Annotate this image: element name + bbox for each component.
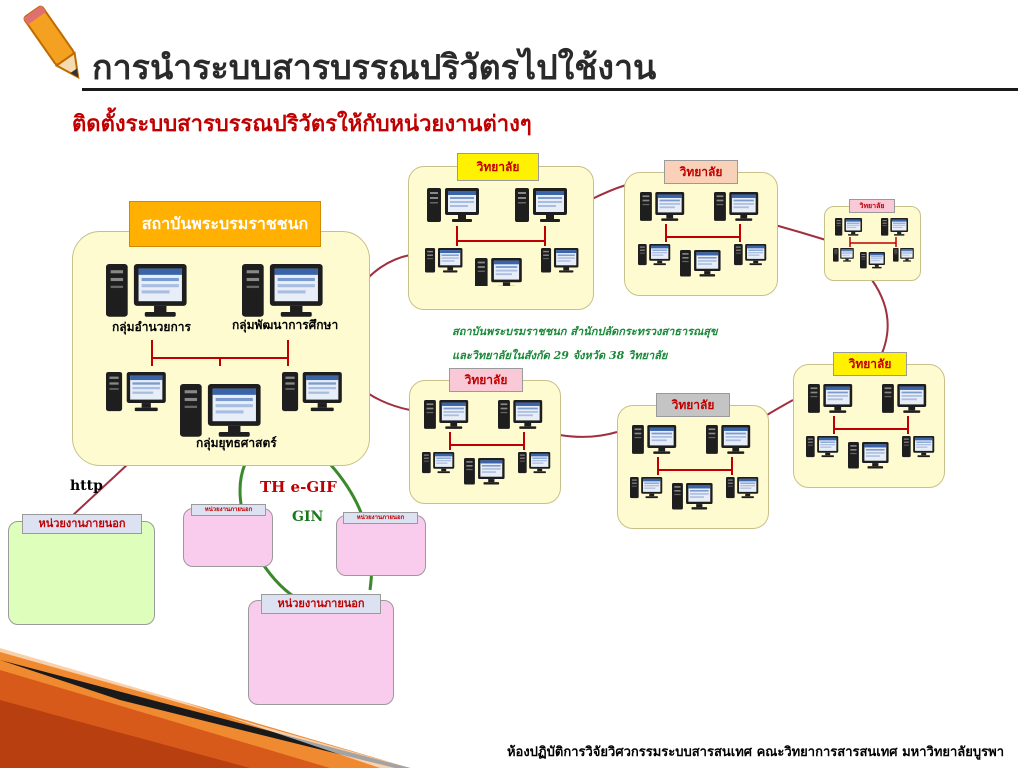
external-agency-2 — [183, 508, 273, 567]
gin-label: GIN — [292, 509, 324, 525]
college-3-computers — [833, 218, 914, 269]
college-label-6: วิทยาลัย — [656, 393, 730, 417]
external-agency-1 — [8, 521, 155, 625]
main-institute-label: สถาบันพระบรมราชชนก — [129, 201, 321, 247]
external-agency-label-2: หน่วยงานภายนอก — [191, 504, 266, 516]
college-label-5: วิทยาลัย — [449, 368, 523, 392]
college-1-computers — [425, 188, 579, 286]
group-admin-caption: กลุ่มอำนวยการ — [112, 320, 191, 334]
college-label-1: วิทยาลัย — [457, 153, 539, 181]
footer-credit: ห้องปฏิบัติการวิจัยวิศวกรรมระบบสารสนเทศ … — [506, 745, 1004, 760]
college-4-computers — [806, 384, 935, 469]
college-2-computers — [638, 192, 767, 277]
college-6-computers — [630, 425, 759, 510]
slide-subtitle: ติดตั้งระบบสารบรรณปริวัตรให้กับหน่วยงานต… — [72, 111, 532, 137]
external-agency-label-1: หน่วยงานภายนอก — [22, 514, 142, 534]
college-label-4: วิทยาลัย — [833, 352, 907, 376]
th-egif-label: TH e-GIF — [260, 478, 337, 496]
group-strategy-caption: กลุ่มยุทธศาสตร์ — [196, 436, 277, 450]
pencil-icon — [23, 5, 80, 80]
network-note-line-1: สถาบันพระบรมราชชนก สำนักปลัดกระทรวงสาธาร… — [452, 325, 718, 338]
http-link-label: http — [70, 478, 103, 494]
group-education-caption: กลุ่มพัฒนาการศึกษา — [232, 318, 339, 332]
external-agency-4 — [248, 600, 394, 705]
external-agency-label-4: หน่วยงานภายนอก — [261, 594, 381, 614]
external-agency-3 — [336, 515, 426, 576]
slide-title: การนำระบบสารบรรณปริวัตรไปใช้งาน — [92, 48, 657, 88]
external-agency-label-3: หน่วยงานภายนอก — [343, 512, 418, 524]
main-node-computers — [106, 264, 342, 437]
college-5-computers — [422, 400, 551, 485]
network-note-line-2: และวิทยาลัยในสังกัด 29 จังหวัด 38 วิทยาล… — [452, 349, 668, 362]
college-label-2: วิทยาลัย — [664, 160, 738, 184]
college-label-3: วิทยาลัย — [849, 199, 895, 213]
title-divider — [82, 88, 1018, 91]
